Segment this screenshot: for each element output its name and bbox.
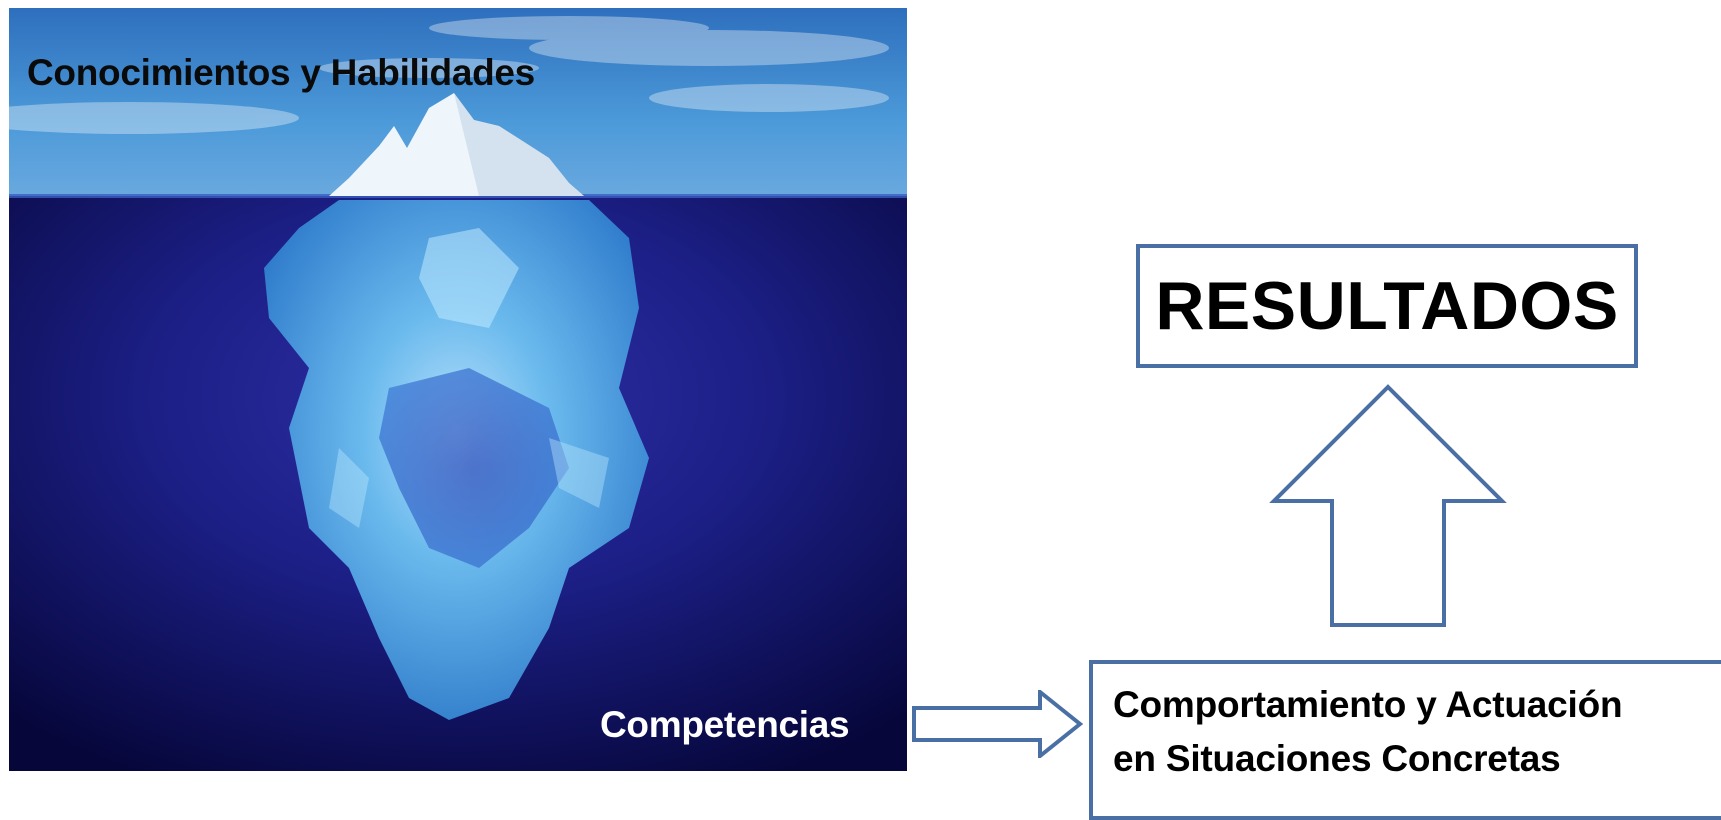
iceberg-image — [9, 8, 907, 771]
behavior-line-1: Comportamiento y Actuación — [1113, 684, 1623, 725]
results-label: RESULTADOS — [1155, 268, 1619, 344]
behavior-line-2: en Situaciones Concretas — [1113, 738, 1561, 779]
iceberg-label-bottom: Competencias — [600, 704, 850, 745]
up-arrow-icon — [1269, 384, 1507, 627]
iceberg-label-top: Conocimientos y Habilidades — [27, 52, 535, 93]
right-arrow-icon — [912, 690, 1084, 758]
behavior-box: Comportamiento y Actuación en Situacione… — [1089, 660, 1721, 820]
results-box: RESULTADOS — [1136, 244, 1638, 368]
